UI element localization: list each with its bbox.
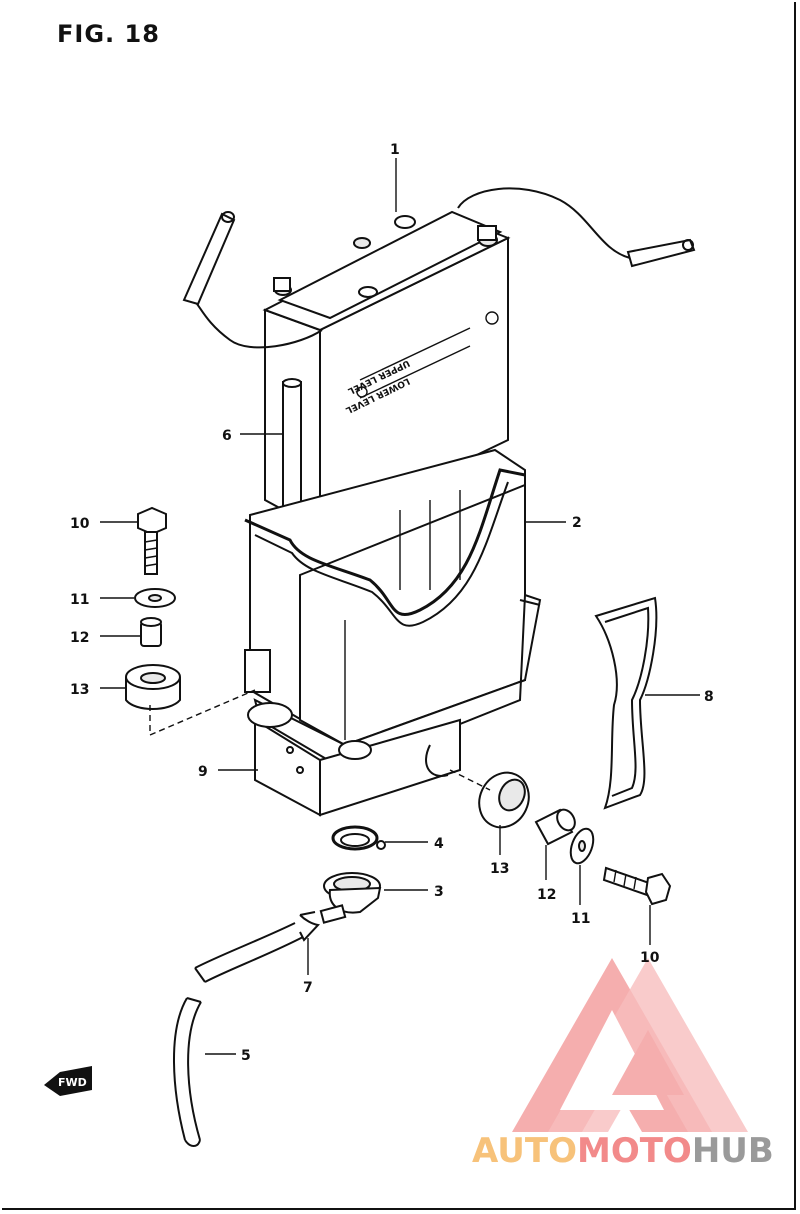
label-13-right: 13 bbox=[490, 861, 509, 877]
label-9: 9 bbox=[198, 764, 208, 780]
drain-hose bbox=[173, 922, 304, 1147]
label-5: 5 bbox=[241, 1048, 251, 1064]
battery-band bbox=[594, 596, 658, 810]
battery: UPPER LEVEL LOWER LEVEL bbox=[182, 187, 696, 532]
label-1: 1 bbox=[390, 142, 400, 158]
forward-arrow-label: FWD bbox=[58, 1076, 87, 1089]
label-11-left: 11 bbox=[70, 592, 89, 608]
label-10-left: 10 bbox=[70, 516, 90, 532]
clamp bbox=[331, 825, 386, 851]
battery-case bbox=[244, 448, 526, 747]
label-4: 4 bbox=[434, 836, 444, 852]
figure-title: FIG. 18 bbox=[57, 20, 160, 48]
label-6: 6 bbox=[222, 428, 232, 444]
cushion-left bbox=[125, 664, 181, 710]
guide-left bbox=[149, 689, 256, 737]
label-8: 8 bbox=[704, 689, 714, 705]
label-13-left: 13 bbox=[70, 682, 89, 698]
collar-left bbox=[140, 617, 162, 647]
watermark-moto: MOTO bbox=[577, 1131, 692, 1171]
label-12-right: 12 bbox=[537, 887, 556, 903]
clip bbox=[299, 911, 321, 942]
bolt-right bbox=[602, 866, 672, 906]
label-12-left: 12 bbox=[70, 630, 89, 646]
watermark-logo bbox=[512, 958, 748, 1132]
washer-left bbox=[134, 588, 176, 608]
battery-tray bbox=[244, 593, 542, 817]
watermark-hub: HUB bbox=[692, 1131, 774, 1171]
cushion-right bbox=[478, 771, 530, 829]
leader-lines bbox=[100, 158, 700, 1055]
label-11-right: 11 bbox=[571, 911, 590, 927]
bolt-left bbox=[137, 506, 167, 575]
label-2: 2 bbox=[572, 515, 582, 531]
label-3: 3 bbox=[434, 884, 444, 900]
washer-right bbox=[569, 827, 595, 865]
collar-right bbox=[534, 808, 576, 846]
guide-right bbox=[449, 769, 491, 791]
label-7: 7 bbox=[303, 980, 313, 996]
label-10-right: 10 bbox=[640, 950, 660, 966]
watermark-wordmark: AUTOMOTOHUB bbox=[472, 1131, 774, 1171]
callout-labels: 1 2 3 4 5 6 7 8 9 10 11 12 13 13 12 11 1… bbox=[70, 142, 714, 1064]
forward-arrow: FWD bbox=[44, 1066, 92, 1096]
drain-joint bbox=[319, 872, 382, 924]
watermark-auto: AUTO bbox=[472, 1131, 577, 1171]
